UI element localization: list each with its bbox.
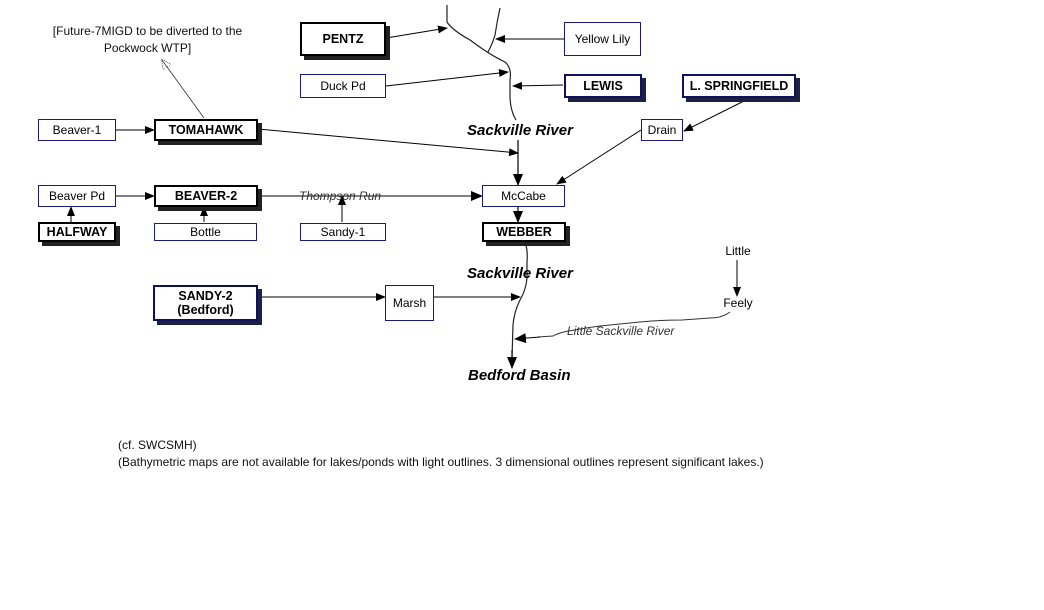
little-sackville-river-channel <box>537 311 731 338</box>
lake-tomahawk: TOMAHAWK <box>154 119 258 141</box>
lake-beaver-2: BEAVER-2 <box>154 185 258 207</box>
sackville-river-lower-channel <box>511 241 528 359</box>
arrow-drain-to-mccabe <box>556 129 642 185</box>
arrow-lewis-to-river <box>512 81 564 90</box>
lake-mccabe: McCabe <box>482 185 565 207</box>
footnote-legend: (Bathymetric maps are not available for … <box>118 455 764 469</box>
lake-yellow-lily: Yellow Lily <box>564 22 641 56</box>
lake-feely: Feely <box>723 296 753 310</box>
lake-little: Little <box>725 244 751 258</box>
lake-sandy-2-location: (Bedford) <box>177 303 234 317</box>
stream-label-little-sackville: Little Sackville River <box>567 324 675 338</box>
lake-beaver-1: Beaver-1 <box>38 119 116 141</box>
lake-sandy-1: Sandy-1 <box>300 223 386 241</box>
footnote-source: (cf. SWCSMH) <box>118 438 197 452</box>
lake-lewis: LEWIS <box>564 74 642 98</box>
lake-drain: Drain <box>641 119 683 141</box>
lake-sandy-2-name: SANDY-2 <box>178 289 233 303</box>
lake-sandy-2: SANDY-2 (Bedford) <box>153 285 258 321</box>
arrow-tomahawk-to-pockwock <box>162 60 205 119</box>
lake-marsh: Marsh <box>385 285 434 321</box>
arrow-tomahawk-to-river <box>257 128 519 157</box>
lake-webber: WEBBER <box>482 222 566 242</box>
river-label-sackville-lower: Sackville River <box>467 265 573 282</box>
lake-duck-pd: Duck Pd <box>300 74 386 98</box>
lake-l-springfield: L. SPRINGFIELD <box>682 74 796 98</box>
lake-halfway: HALFWAY <box>38 222 116 242</box>
river-label-sackville-upper: Sackville River <box>467 122 573 139</box>
arrow-little-sackville-to-river <box>514 333 541 344</box>
lake-bottle: Bottle <box>154 223 257 241</box>
arrow-lspringfield-to-drain <box>683 98 749 132</box>
river-label-bedford-basin: Bedford Basin <box>468 367 571 384</box>
tributary-channel <box>487 7 501 53</box>
lake-pentz: PENTZ <box>300 22 386 56</box>
arrow-pentz-to-river <box>385 25 448 39</box>
lake-beaver-pd: Beaver Pd <box>38 185 116 207</box>
stream-label-thompson-run: Thompson Run <box>299 189 382 203</box>
sackville-river-upper-channel <box>446 5 517 121</box>
pockwock-diversion-note: [Future-7MIGD to be diverted to the Pock… <box>52 24 243 55</box>
arrow-duckpd-to-river <box>385 69 509 87</box>
